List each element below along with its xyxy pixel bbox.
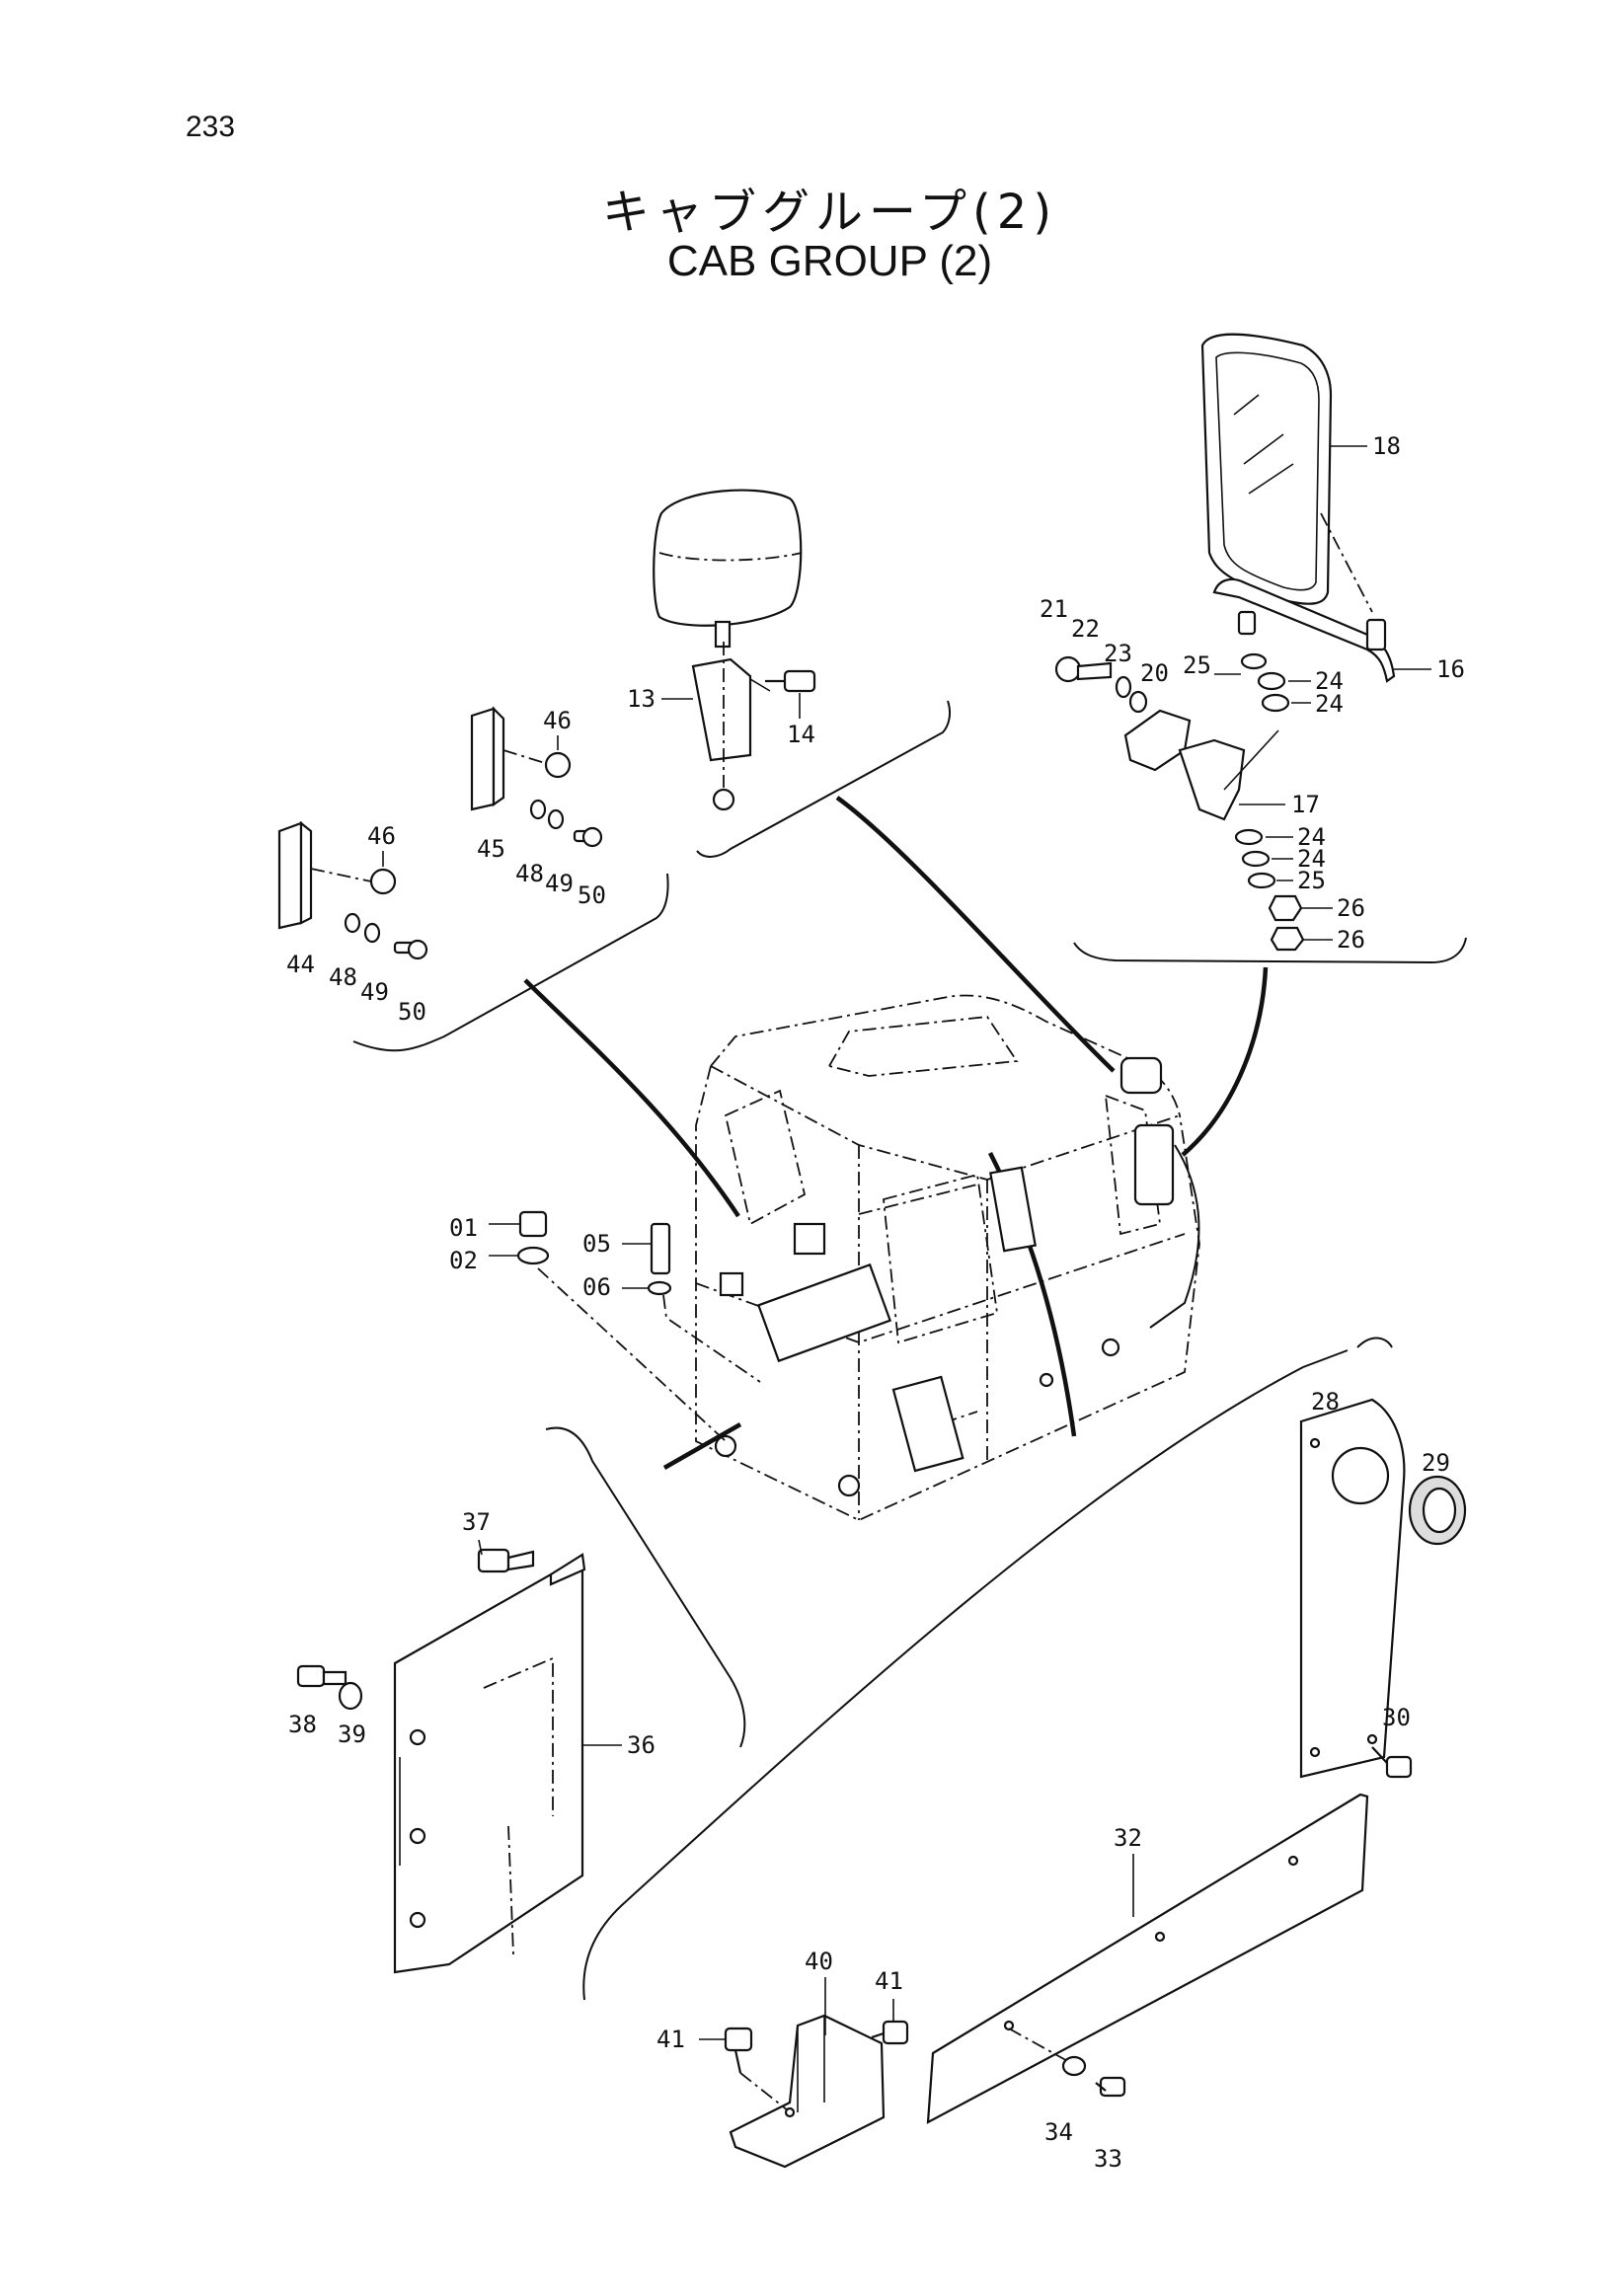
label-34: 34 (1044, 2118, 1073, 2146)
group-boundary-lights (352, 873, 669, 1052)
label-32: 32 (1114, 1824, 1142, 1852)
label-48a: 48 (515, 860, 544, 887)
label-50a: 50 (578, 881, 606, 909)
group-boundary-headlight (696, 700, 952, 858)
label-02: 02 (449, 1247, 478, 1274)
label-05: 05 (582, 1230, 611, 1258)
group-boundary-mirror (1073, 937, 1467, 964)
label-36: 36 (627, 1731, 656, 1759)
label-14: 14 (787, 721, 815, 748)
mirror-assembly (1054, 333, 1396, 952)
cab-mount-parts (489, 1210, 761, 1442)
label-21: 21 (1040, 595, 1068, 623)
label-50b: 50 (398, 998, 426, 1026)
label-38: 38 (288, 1711, 317, 1738)
label-01: 01 (449, 1214, 478, 1242)
label-06: 06 (582, 1273, 611, 1301)
label-37: 37 (462, 1508, 491, 1536)
cab-body (695, 994, 1200, 1521)
label-44: 44 (286, 951, 315, 978)
label-25b: 25 (1297, 867, 1326, 894)
label-26b: 26 (1337, 926, 1365, 954)
label-13: 13 (627, 685, 656, 713)
label-49a: 49 (545, 870, 574, 897)
label-30: 30 (1382, 1704, 1411, 1731)
label-24a: 24 (1315, 667, 1344, 695)
diagram-title-english: CAB GROUP (2) (666, 237, 993, 285)
part-labels: 01 02 05 06 13 14 16 17 18 20 21 22 23 2… (286, 432, 1465, 2173)
lower-cover-assembly (926, 1793, 1369, 2124)
work-light-brackets (277, 706, 603, 960)
group-boundary-rear-cover (1356, 1337, 1393, 1348)
connector-lights (523, 978, 740, 1218)
label-41b: 41 (875, 1967, 903, 1995)
leader-lines (382, 445, 1431, 2040)
label-22: 22 (1071, 615, 1100, 643)
connector-headlight (835, 796, 1116, 1073)
label-24d: 24 (1297, 845, 1326, 873)
label-16: 16 (1436, 655, 1465, 683)
label-46a: 46 (543, 707, 572, 734)
label-25a: 25 (1183, 651, 1211, 679)
label-39: 39 (338, 1721, 366, 1748)
label-48b: 48 (329, 963, 357, 991)
group-boundary-lower (582, 1349, 1349, 2001)
label-23: 23 (1104, 640, 1132, 667)
headlight-assembly (653, 489, 816, 811)
bracket-assembly (724, 2014, 909, 2169)
label-33: 33 (1094, 2145, 1122, 2173)
label-18: 18 (1372, 432, 1401, 460)
label-24b: 24 (1315, 690, 1344, 718)
page-number: 233 (186, 111, 236, 143)
connector-side-cover (662, 1422, 742, 1470)
label-46b: 46 (367, 822, 396, 850)
label-40: 40 (805, 1948, 833, 1975)
rear-cover-assembly (1299, 1398, 1467, 1779)
connector-mirror (1181, 966, 1269, 1157)
label-29: 29 (1422, 1449, 1450, 1477)
label-24c: 24 (1297, 823, 1326, 851)
group-boundary-side-cover (545, 1426, 746, 1748)
label-20: 20 (1140, 659, 1169, 687)
label-28: 28 (1311, 1388, 1340, 1416)
diagram-title-japanese: キャブグループ(2) (601, 185, 1058, 240)
label-17: 17 (1291, 791, 1320, 818)
label-45: 45 (477, 835, 505, 863)
label-41a: 41 (656, 2026, 685, 2053)
label-26a: 26 (1337, 894, 1365, 922)
label-49b: 49 (360, 978, 389, 1006)
side-cover-assembly (296, 1548, 586, 1974)
